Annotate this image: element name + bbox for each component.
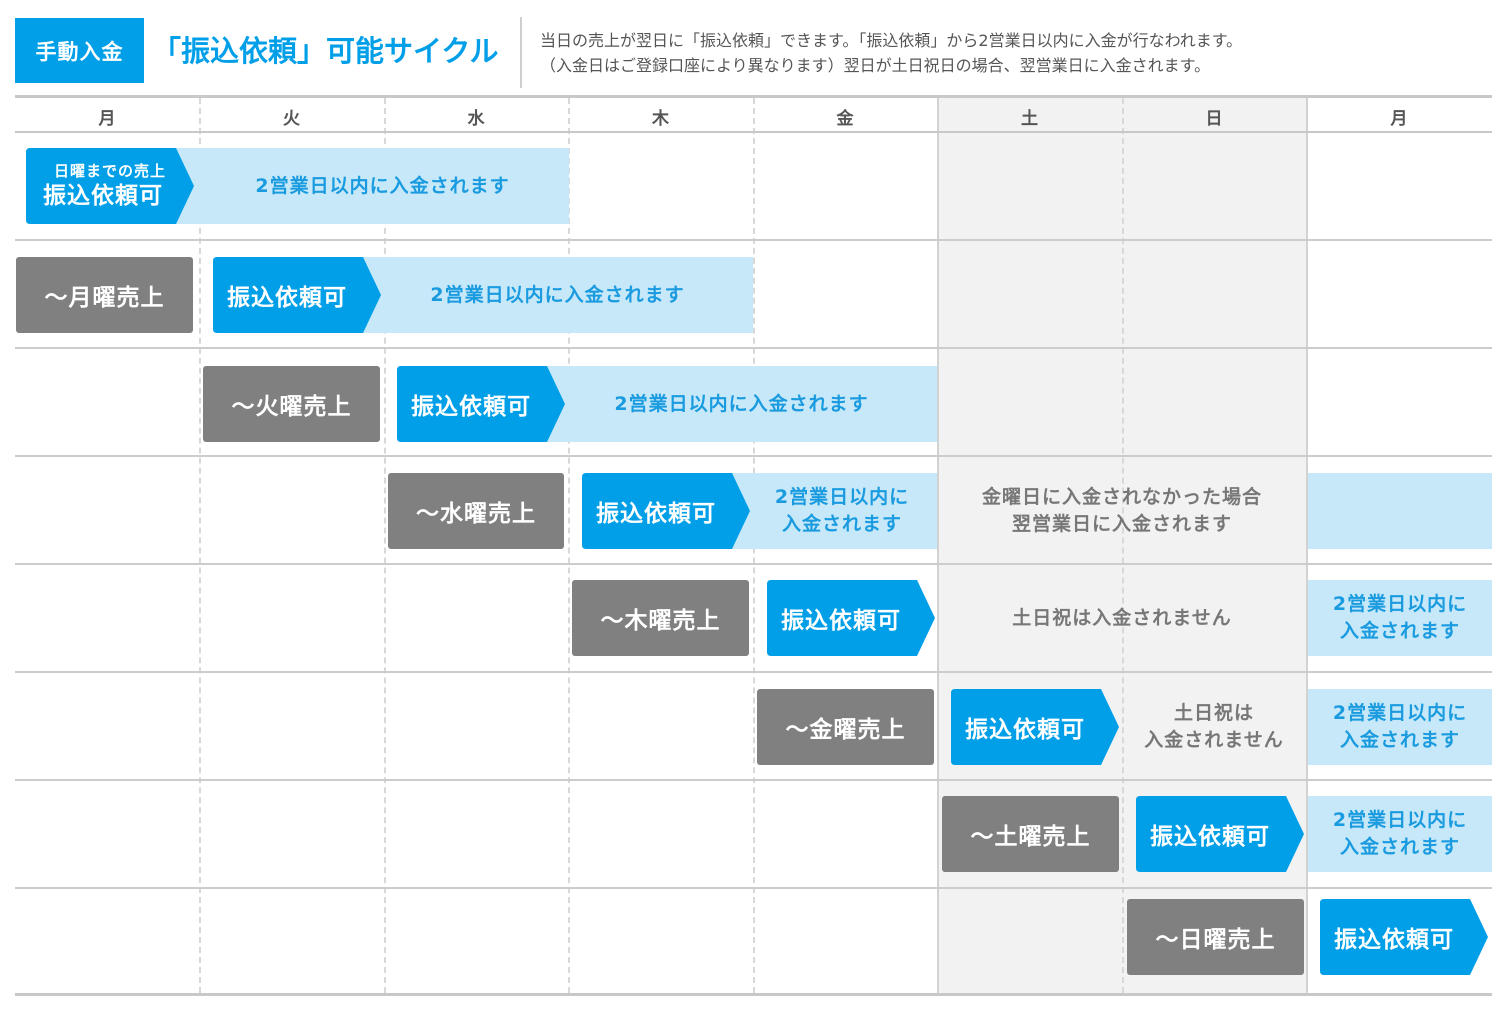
deposit-bar: 2営業日以内に入金されます <box>1308 580 1492 656</box>
request-label: 振込依頼可 <box>227 285 347 311</box>
day-header-fri: 金 <box>836 108 854 129</box>
description-line-1: 当日の売上が翌日に「振込依頼」できます。「振込依頼」から2営業日以内に入金が行な… <box>540 31 1243 50</box>
row-divider <box>15 563 1492 565</box>
request-label: 振込依頼可 <box>1150 824 1270 850</box>
request-arrow-wed: 振込依頼可 <box>397 366 565 442</box>
request-label: 振込依頼可 <box>965 717 1085 743</box>
request-arrow-next-mon: 振込依頼可 <box>1320 899 1488 975</box>
day-header-sat: 土 <box>1021 108 1038 129</box>
weekend-start-divider <box>937 98 939 993</box>
deposit-text: 2営業日以内に入金されます <box>1332 809 1468 858</box>
holiday-note-text: 土日祝は入金されません <box>1012 606 1232 629</box>
deposit-text: 2営業日以内に入金されます <box>614 392 869 415</box>
day-header-mon: 月 <box>98 108 116 129</box>
deposit-bar-next-mon <box>1308 473 1492 549</box>
day-header-sun: 日 <box>1205 108 1223 129</box>
request-arrow-sunday: 日曜までの売上 振込依頼可 <box>26 148 194 224</box>
sales-box-tue: ～火曜売上 <box>203 366 380 442</box>
sales-box-fri: ～金曜売上 <box>757 689 934 765</box>
description-line-2: （入金日はご登録口座により異なります）翌日が土日祝日の場合、翌営業日に入金されま… <box>540 56 1211 75</box>
deposit-bar: 2営業日以内に入金されます <box>1308 796 1492 872</box>
deposit-bar: 2営業日以内に入金されます <box>362 257 753 333</box>
deposit-text: 2営業日以内に入金されます <box>774 486 910 535</box>
request-arrow-tue: 振込依頼可 <box>213 257 381 333</box>
request-arrow-fri: 振込依頼可 <box>767 580 935 656</box>
request-arrow-sat: 振込依頼可 <box>951 689 1119 765</box>
column-divider <box>568 98 570 993</box>
deposit-bar: 2営業日以内に入金されます <box>546 366 937 442</box>
header-description: 当日の売上が翌日に「振込依頼」できます。「振込依頼」から2営業日以内に入金が行な… <box>540 28 1242 78</box>
request-label: 振込依頼可 <box>1334 927 1454 953</box>
manual-deposit-badge: 手動入金 <box>15 18 144 83</box>
request-label: 振込依頼可 <box>596 501 716 527</box>
friday-note: 金曜日に入金されなかった場合 翌営業日に入金されます <box>938 473 1306 549</box>
sales-box-wed: ～水曜売上 <box>388 473 564 549</box>
request-label: 振込依頼可 <box>43 183 163 209</box>
sales-box-mon: ～月曜売上 <box>16 257 193 333</box>
weekend-end-divider <box>1306 98 1308 993</box>
holiday-note: 土日祝は入金されません <box>938 580 1306 656</box>
deposit-bar: 2営業日以内に入金されます <box>1308 689 1492 765</box>
day-header-next-mon: 月 <box>1390 108 1408 129</box>
header-bottom-border <box>15 131 1492 133</box>
column-divider <box>1122 98 1124 993</box>
row-divider <box>15 671 1492 673</box>
friday-note-line-1: 金曜日に入金されなかった場合 <box>981 486 1262 508</box>
request-label: 振込依頼可 <box>411 394 531 420</box>
day-header-thu: 木 <box>652 108 669 129</box>
sales-box-thu: ～木曜売上 <box>572 580 749 656</box>
deposit-bar: 2営業日以内に入金されます <box>176 148 569 224</box>
request-arrow-thu: 振込依頼可 <box>582 473 750 549</box>
row-divider <box>15 455 1492 457</box>
request-label: 振込依頼可 <box>781 608 901 634</box>
day-header-tue: 火 <box>283 108 300 129</box>
header-divider <box>520 17 522 88</box>
holiday-note: 土日祝は 入金されません <box>1122 689 1306 765</box>
column-divider <box>199 98 201 993</box>
sales-box-sat: ～土曜売上 <box>942 796 1119 872</box>
sales-box-sun: ～日曜売上 <box>1127 899 1304 975</box>
column-divider <box>384 98 386 993</box>
holiday-line-2: 入金されません <box>1144 729 1284 751</box>
day-header-wed: 水 <box>467 108 485 129</box>
table-top-border <box>15 95 1492 98</box>
deposit-text: 2営業日以内に入金されます <box>1332 593 1468 642</box>
row-divider <box>15 779 1492 781</box>
request-arrow-sun: 振込依頼可 <box>1136 796 1304 872</box>
deposit-text: 2営業日以内に入金されます <box>430 283 685 306</box>
deposit-bar: 2営業日以内に入金されます <box>731 473 937 549</box>
sunday-sales-label: 日曜までの売上 <box>54 162 167 180</box>
row-divider <box>15 239 1492 241</box>
page-title: 「振込依頼」可能サイクル <box>152 34 499 68</box>
table-bottom-border <box>15 993 1492 996</box>
friday-note-line-2: 翌営業日に入金されます <box>1011 513 1232 535</box>
deposit-text: 2営業日以内に入金されます <box>1332 702 1468 751</box>
holiday-line-1: 土日祝は <box>1173 702 1254 724</box>
deposit-text: 2営業日以内に入金されます <box>255 174 510 197</box>
row-divider <box>15 347 1492 349</box>
row-divider <box>15 887 1492 889</box>
